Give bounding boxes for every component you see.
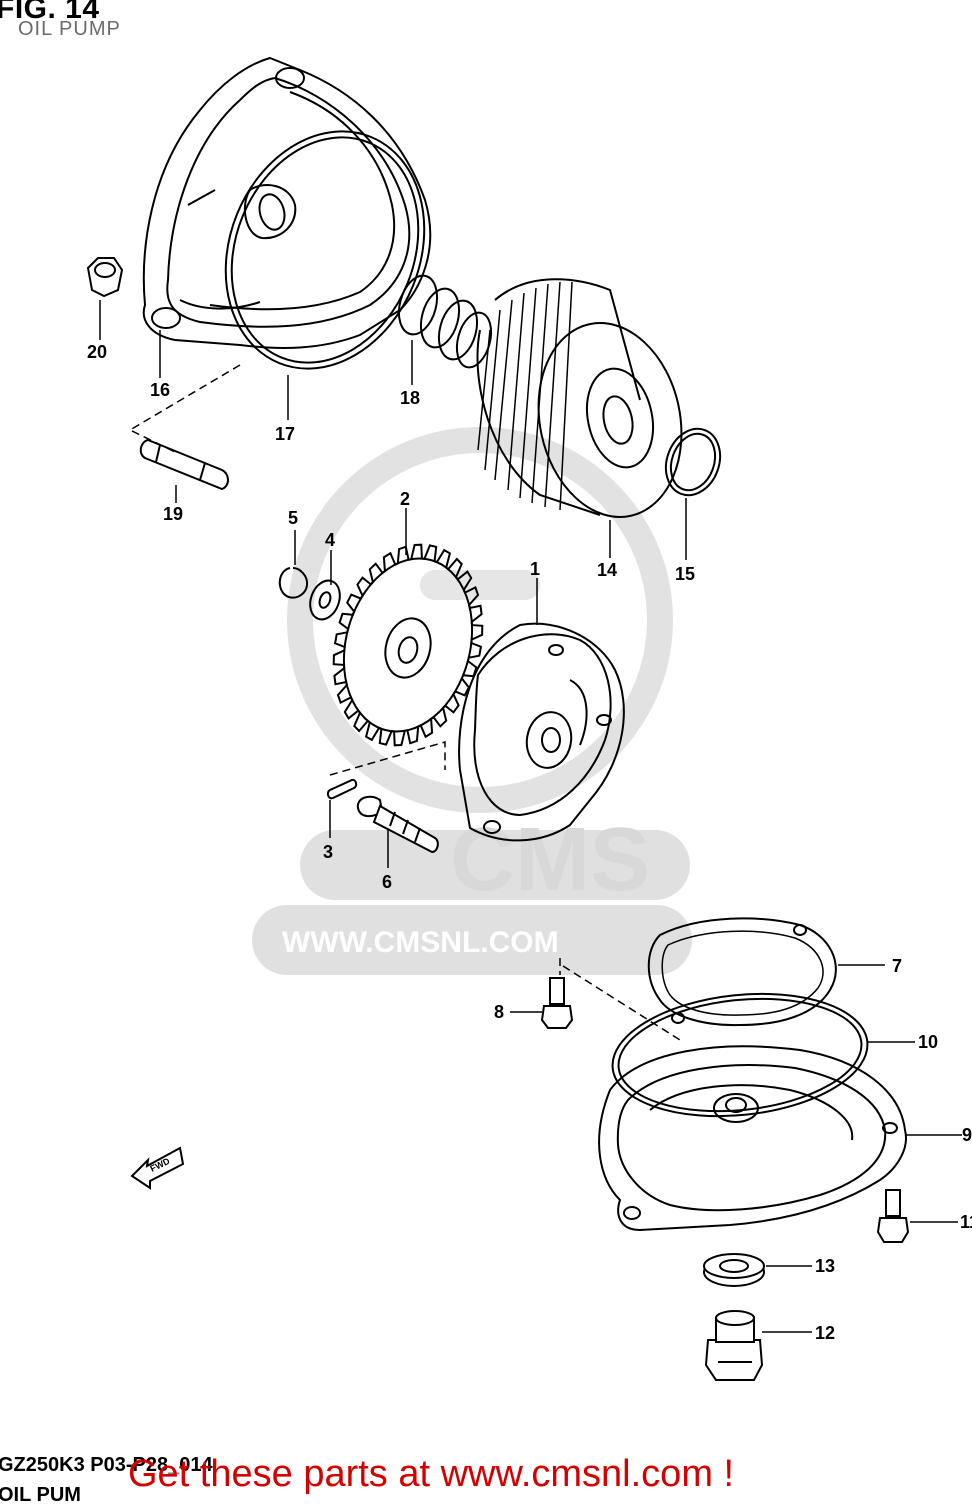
part-15-o-ring [664,427,722,497]
callout-16: 16 [150,380,170,400]
part-1-pump-body [458,622,625,842]
part-19-shaft [139,438,229,491]
part-20-nut [86,257,124,298]
part-3-dowel-pin [326,778,358,800]
callout-20: 20 [87,342,107,362]
callout-10: 10 [918,1032,938,1052]
part-5-circlip [278,567,309,599]
callout-6: 6 [382,872,392,892]
callout-3: 3 [323,842,333,862]
part-18-relief-spring [397,274,493,369]
part-12-drain-plug [704,1310,764,1381]
callout-15: 15 [675,564,695,584]
model-code: GZ250K3 P03-P28_014 [0,1454,213,1476]
fwd-arrow-icon: FWD [130,1146,185,1190]
part-6-screw [356,795,439,854]
part-10-o-ring [611,992,869,1118]
page-name: OIL PUM [0,1484,81,1506]
watermark-url: WWW.CMSNL.COM [282,926,559,959]
callout-14: 14 [597,560,617,580]
part-14-oil-filter [476,278,683,518]
callout-13: 13 [815,1256,835,1276]
callout-8: 8 [494,1002,504,1022]
leader-lines [99,300,962,1333]
callout-18: 18 [400,388,420,408]
part-16-pump-cover [142,56,432,349]
part-13-washer [703,1253,765,1287]
part-2-pump-gear [332,543,484,747]
callout-1: 1 [530,559,540,579]
figure-name: OIL PUMP [18,18,121,40]
part-8-bolt [540,977,574,1029]
callout-4: 4 [325,530,335,550]
part-11-bolt [876,1189,910,1243]
part-9-oil-pan-cover [598,1045,907,1232]
callout-9: 9 [962,1125,972,1145]
callout-11: 11 [960,1212,972,1232]
callout-2: 2 [400,489,410,509]
figure-number: FIG. 14 [0,0,100,25]
callout-7: 7 [892,956,902,976]
callout-17: 17 [275,424,295,444]
watermark-logo: CMS [450,810,650,910]
part-17-o-ring [224,130,426,370]
callout-19: 19 [163,504,183,524]
parts-banner-link[interactable]: Get these parts at www.cmsnl.com ! [128,1453,735,1495]
callout-5: 5 [288,508,298,528]
part-4-washer [309,579,341,621]
callout-numbers: 1 2 3 4 5 6 7 8 9 10 11 12 13 14 15 16 1… [87,342,972,1343]
callout-12: 12 [815,1323,835,1343]
cmsnl-watermark: CMS WWW.CMSNL.COM [252,427,692,975]
